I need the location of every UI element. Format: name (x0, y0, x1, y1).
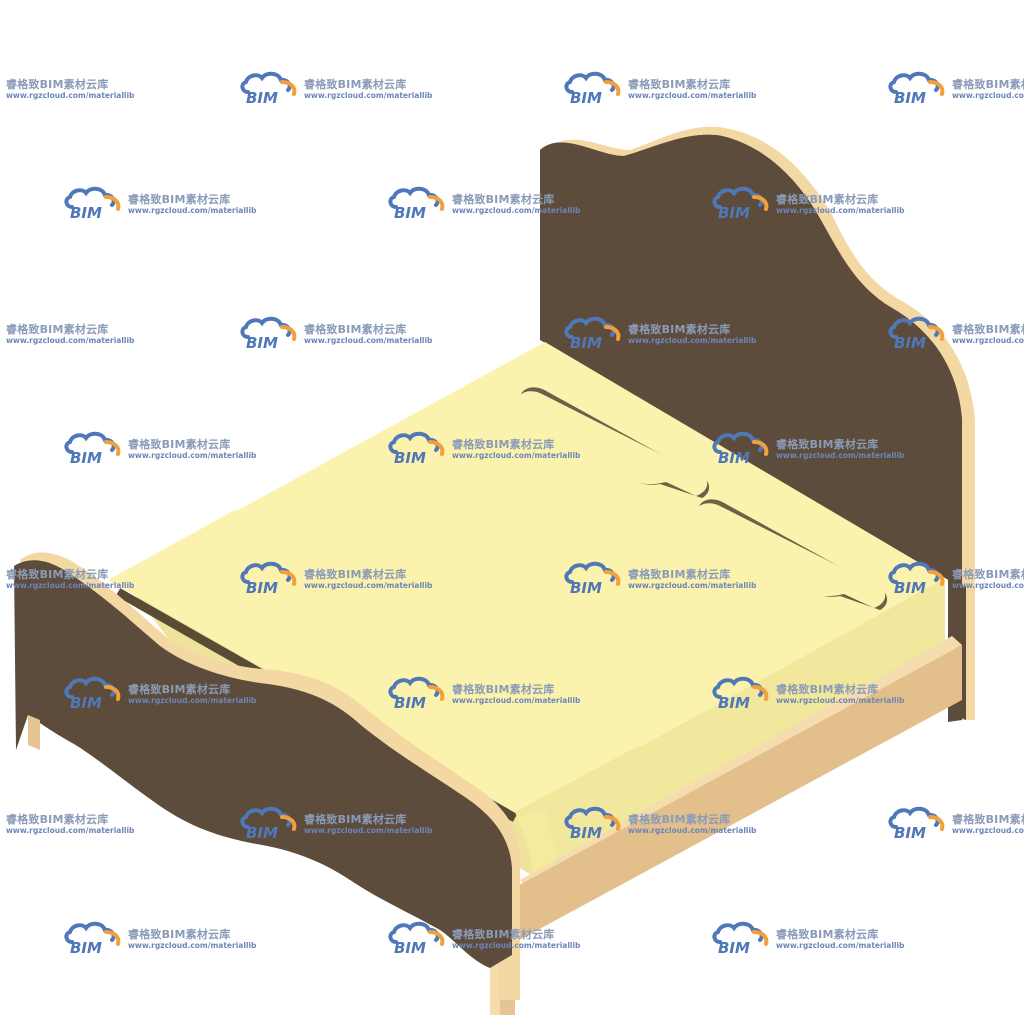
side-rail-face (510, 645, 962, 945)
sheet-fold-front (515, 745, 645, 838)
mattress-side-front (530, 578, 945, 880)
footboard (14, 552, 520, 1000)
headboard-face (540, 134, 962, 588)
footboard-panel (14, 560, 512, 968)
pillow-1 (517, 391, 708, 496)
pillows (517, 387, 888, 610)
pillow-2 (695, 503, 886, 608)
footboard-leg-left (28, 715, 40, 750)
sheet-fold-top (108, 510, 640, 812)
headboard-edge (548, 126, 975, 721)
